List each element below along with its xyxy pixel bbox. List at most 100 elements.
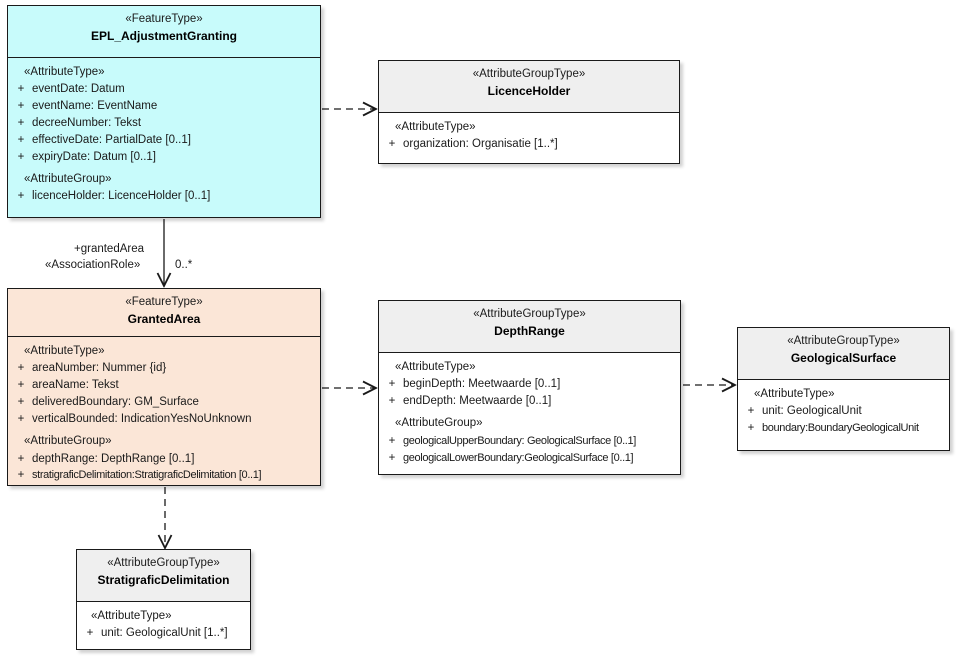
attribute-visibility: +	[17, 413, 25, 426]
attribute-text: beginDepth: Meetwaarde [0..1]	[403, 378, 561, 391]
compartment-group-label: «AttributeType»	[91, 610, 172, 622]
compartment-group-label: «AttributeType»	[395, 121, 476, 133]
class-name: GrantedArea	[127, 311, 201, 326]
attribute-text: expiryDate: Datum [0..1]	[32, 151, 156, 164]
class-stereotype: «AttributeGroupType»	[107, 557, 220, 569]
attribute-text: verticalBounded: IndicationYesNoUnknown	[32, 413, 252, 426]
class-header: «FeatureType» GrantedArea	[8, 289, 320, 337]
association-multiplicity-label: 0..*	[175, 259, 193, 271]
class-stereotype: «AttributeGroupType»	[473, 308, 586, 320]
class-body: «AttributeType» + eventDate: Datum + eve…	[8, 58, 320, 211]
compartment-group-label: «AttributeGroup»	[24, 435, 112, 448]
class-body: «AttributeType» + organization: Organisa…	[379, 113, 679, 159]
compartment-group-label: «AttributeType»	[24, 66, 105, 78]
class-box-grantedarea[interactable]: «FeatureType» GrantedArea «AttributeType…	[7, 288, 321, 486]
attribute-row: + expiryDate: Datum [0..1]	[10, 149, 318, 166]
attribute-row: + boundary:BoundaryGeologicalUnit	[740, 420, 947, 437]
attribute-text: eventDate: Datum	[32, 83, 125, 96]
class-stereotype: «FeatureType»	[125, 296, 203, 308]
attribute-row: + organization: Organisatie [1..*]	[381, 136, 677, 153]
class-box-licenceholder[interactable]: «AttributeGroupType» LicenceHolder «Attr…	[378, 60, 680, 164]
attribute-text: unit: GeologicalUnit [1..*]	[101, 627, 228, 640]
compartment-group-label: «AttributeGroup»	[395, 417, 483, 430]
attribute-visibility: +	[388, 434, 396, 447]
attribute-text: geologicalLowerBoundary:GeologicalSurfac…	[403, 451, 634, 464]
attribute-row: + unit: GeologicalUnit [1..*]	[79, 625, 248, 642]
attribute-text: geologicalUpperBoundary: GeologicalSurfa…	[403, 434, 636, 447]
attribute-row: + areaName: Tekst	[10, 377, 318, 394]
class-box-stratigraficdelimitation[interactable]: «AttributeGroupType» StratigraficDelimit…	[76, 549, 251, 650]
attribute-text: unit: GeologicalUnit	[762, 405, 862, 418]
attribute-visibility: +	[17, 117, 25, 130]
attribute-text: boundary:BoundaryGeologicalUnit	[762, 422, 919, 435]
class-body: «AttributeType» + unit: GeologicalUnit +…	[738, 380, 949, 443]
attribute-row: + areaNumber: Nummer {id}	[10, 360, 318, 377]
attribute-visibility: +	[17, 396, 25, 409]
attribute-row: + effectiveDate: PartialDate [0..1]	[10, 132, 318, 149]
attribute-text: decreeNumber: Tekst	[32, 117, 142, 130]
class-stereotype: «AttributeGroupType»	[787, 335, 900, 347]
attribute-text: endDepth: Meetwaarde [0..1]	[403, 395, 552, 408]
class-header: «AttributeGroupType» LicenceHolder	[379, 61, 679, 113]
class-stereotype: «AttributeGroupType»	[472, 68, 586, 80]
class-box-geologicalsurface[interactable]: «AttributeGroupType» GeologicalSurface «…	[737, 327, 950, 451]
attribute-row: + eventDate: Datum	[10, 81, 318, 98]
attribute-visibility: +	[17, 151, 25, 164]
attribute-row: + unit: GeologicalUnit	[740, 403, 947, 420]
attribute-text: licenceHolder: LicenceHolder [0..1]	[32, 190, 211, 203]
attribute-text: stratigraficDelimitation:StratigraficDel…	[32, 469, 262, 482]
attribute-visibility: +	[17, 134, 25, 147]
compartment-group-label: «AttributeGroup»	[24, 173, 112, 186]
attribute-visibility: +	[747, 422, 755, 435]
compartment-group-label: «AttributeType»	[754, 388, 835, 400]
class-name: StratigraficDelimitation	[97, 572, 230, 587]
attribute-row: + eventName: EventName	[10, 98, 318, 115]
attribute-visibility: +	[17, 469, 25, 482]
attribute-visibility: +	[388, 395, 396, 408]
attribute-text: eventName: EventName	[32, 100, 158, 113]
compartment-group-label: «AttributeType»	[395, 361, 476, 373]
attribute-visibility: +	[388, 451, 396, 464]
attribute-text: areaName: Tekst	[32, 379, 119, 392]
class-header: «AttributeGroupType» StratigraficDelimit…	[77, 550, 250, 602]
class-stereotype: «FeatureType»	[125, 13, 203, 25]
class-name: LicenceHolder	[487, 83, 571, 98]
compartment-group-label: «AttributeType»	[24, 345, 105, 357]
attribute-text: depthRange: DepthRange [0..1]	[32, 452, 195, 465]
attribute-visibility: +	[17, 83, 25, 96]
attribute-row: + deliveredBoundary: GM_Surface	[10, 394, 318, 411]
class-header: «AttributeGroupType» DepthRange	[379, 301, 680, 353]
class-box-depthrange[interactable]: «AttributeGroupType» DepthRange «Attribu…	[378, 300, 681, 475]
attribute-row: + geologicalUpperBoundary: GeologicalSur…	[381, 433, 678, 450]
attribute-visibility: +	[17, 100, 25, 113]
attribute-row: + beginDepth: Meetwaarde [0..1]	[381, 376, 678, 393]
class-body: «AttributeType» + areaNumber: Nummer {id…	[8, 337, 320, 490]
attribute-row: + decreeNumber: Tekst	[10, 115, 318, 132]
attribute-row: + depthRange: DepthRange [0..1]	[10, 451, 318, 468]
attribute-visibility: +	[388, 378, 396, 391]
attribute-row: + endDepth: Meetwaarde [0..1]	[381, 393, 678, 410]
class-box-epl-adjustmentgranting[interactable]: «FeatureType» EPL_AdjustmentGranting «At…	[7, 5, 321, 218]
class-body: «AttributeType» + unit: GeologicalUnit […	[77, 602, 250, 648]
attribute-text: deliveredBoundary: GM_Surface	[32, 396, 199, 409]
attribute-text: organization: Organisatie [1..*]	[403, 138, 558, 151]
attribute-visibility: +	[86, 627, 94, 640]
association-stereotype-label: «AssociationRole»	[45, 259, 141, 271]
class-header: «AttributeGroupType» GeologicalSurface	[738, 328, 949, 380]
class-name: GeologicalSurface	[790, 350, 897, 365]
attribute-visibility: +	[17, 452, 25, 465]
association-role-label: +grantedArea	[74, 243, 145, 255]
attribute-text: effectiveDate: PartialDate [0..1]	[32, 134, 191, 147]
class-header: «FeatureType» EPL_AdjustmentGranting	[8, 6, 320, 58]
attribute-row: + licenceHolder: LicenceHolder [0..1]	[10, 188, 318, 205]
attribute-text: areaNumber: Nummer {id}	[32, 362, 167, 375]
attribute-row: + geologicalLowerBoundary:GeologicalSurf…	[381, 450, 678, 467]
attribute-visibility: +	[17, 379, 25, 392]
attribute-visibility: +	[17, 362, 25, 375]
class-body: «AttributeType» + beginDepth: Meetwaarde…	[379, 353, 680, 473]
attribute-row: + verticalBounded: IndicationYesNoUnknow…	[10, 411, 318, 428]
class-name: EPL_AdjustmentGranting	[90, 28, 237, 43]
class-name: DepthRange	[494, 323, 565, 338]
attribute-visibility: +	[17, 190, 25, 203]
